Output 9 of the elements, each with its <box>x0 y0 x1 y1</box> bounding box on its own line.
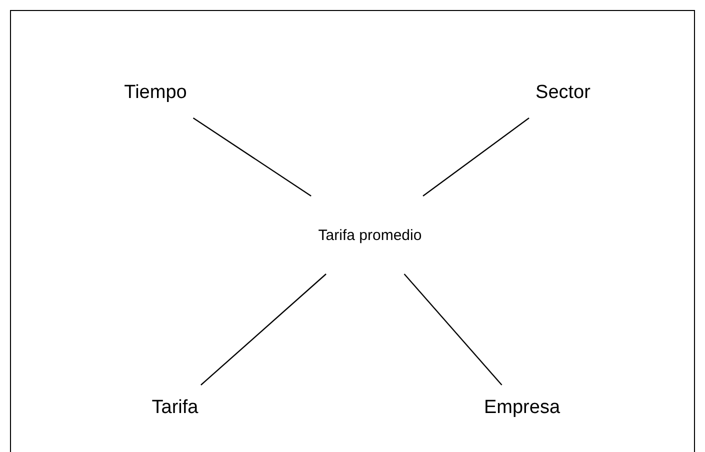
node-label: Sector <box>536 82 590 104</box>
node-label: Tarifa promedio <box>318 226 422 244</box>
node-label: Tarifa <box>152 397 198 419</box>
connector-line <box>422 118 530 196</box>
connector-line <box>404 274 502 386</box>
node-label: Tiempo <box>124 82 187 104</box>
connector-line <box>192 118 312 196</box>
node-label: Empresa <box>484 397 560 419</box>
connector-line <box>200 274 326 386</box>
